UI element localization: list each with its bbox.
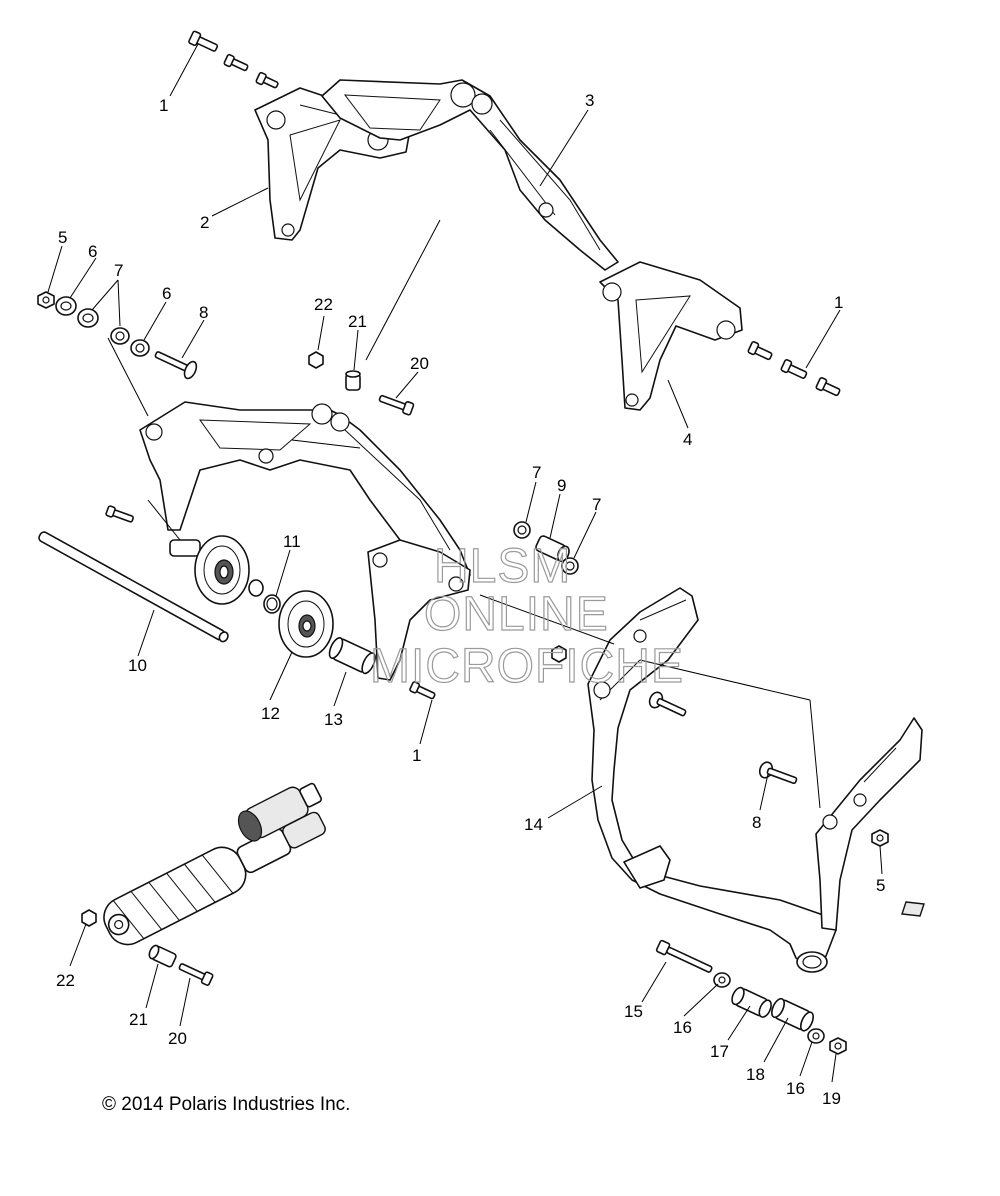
callout-4: 4 [683,430,692,449]
callout-13: 13 [324,710,343,729]
pin-center [648,691,687,717]
assembly-lines [107,219,821,809]
rail-frame-assembly [139,401,471,681]
bolts-part-1-top [188,30,279,89]
callout-8-top: 8 [199,303,208,322]
watermark-line-2: ONLINE [424,588,609,641]
bushing-part-7-mid [110,327,130,345]
arm-part-3 [321,79,619,271]
watermark-line-3: MICROFICHE [370,640,684,693]
shock-absorber [103,782,326,946]
pin-part-8-top [154,351,198,380]
callout-16-right: 16 [786,1079,805,1098]
callout-3: 3 [585,91,594,110]
bushings-part-7-9 [513,521,579,575]
callout-21-top: 21 [348,312,367,331]
callout-19: 19 [822,1089,841,1108]
nut-small-center [551,645,567,663]
callout-6-right: 6 [162,284,171,303]
snap-ring-part-11 [263,594,281,614]
nut-part-5-right [871,829,889,847]
callout-20-top: 20 [410,354,429,373]
watermark: HLSM ONLINE MICROFICHE [369,539,684,693]
washer-part-16-right [807,1028,825,1044]
callout-16-left: 16 [673,1018,692,1037]
nut-part-22-top [308,351,324,369]
callout-5-right: 5 [876,876,885,895]
spacer-part-18 [771,997,814,1032]
nut-part-19 [829,1037,847,1055]
nut-part-5 [37,291,55,309]
callout-17: 17 [710,1042,729,1061]
callout-15: 15 [624,1002,643,1021]
callout-5-top: 5 [58,228,67,247]
callout-1-right: 1 [834,293,843,312]
callout-7-left: 7 [114,261,123,280]
callout-18: 18 [746,1065,765,1084]
callout-21-bottom: 21 [129,1010,148,1029]
bracket-part-4 [599,261,743,411]
bolt-part-20-top [378,394,415,416]
callout-7-right: 7 [592,495,601,514]
spacer-part-21-bottom [148,944,177,968]
nut-part-22-bottom [81,909,97,927]
callout-14: 14 [524,815,543,834]
callout-7-center: 7 [532,463,541,482]
bolt-part-20-bottom [178,963,214,986]
wheel-part-12 [278,590,334,658]
callout-9: 9 [557,476,566,495]
washer-part-6-right [130,339,150,357]
callout-22-top: 22 [314,295,333,314]
washer-part-16-left [713,972,731,988]
callout-10: 10 [128,656,147,675]
callout-1-lower: 1 [412,746,421,765]
callout-labels: 1 2 3 5 6 7 6 8 22 21 20 1 4 7 9 7 11 10… [56,91,885,1108]
callout-2: 2 [200,213,209,232]
bushing-part-7-left [77,308,99,328]
washer-part-6-left [55,296,77,316]
bolt-part-15 [655,939,713,973]
pin-part-8-right [758,761,798,785]
wheel-assembly [169,535,264,605]
callout-8-right: 8 [752,813,761,832]
bolt-part-1-left [105,505,134,523]
callout-22-bottom: 22 [56,971,75,990]
spacer-part-21-top [345,370,361,391]
spacer-part-13 [328,637,376,675]
shaft-part-10 [38,531,229,643]
callout-1-top: 1 [159,96,168,115]
bolts-part-1-right [747,341,841,397]
callout-6-left: 6 [88,242,97,261]
rear-frame-part-14 [587,587,925,973]
spacer-part-17 [731,986,772,1018]
copyright-notice: © 2014 Polaris Industries Inc. [102,1094,351,1115]
watermark-line-1: HLSM [434,540,571,593]
callout-12: 12 [261,704,280,723]
callout-11: 11 [283,532,301,551]
bolt-part-1-lower [409,681,436,700]
callout-leaders [47,43,883,1083]
callout-20-bottom: 20 [168,1029,187,1048]
